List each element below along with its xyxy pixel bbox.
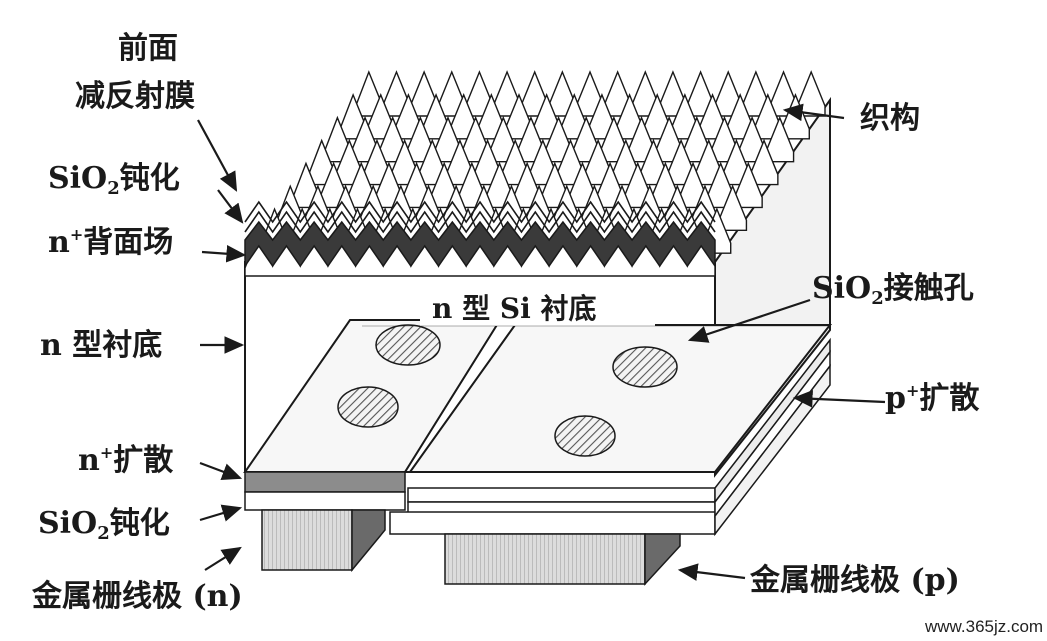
sio2-passivation-top-label: SiO2钝化 xyxy=(48,161,180,199)
metal-grid-p-label: 金属栅线极 (p) xyxy=(749,563,960,598)
pyramid-row xyxy=(307,138,779,186)
p-plus-band xyxy=(407,487,716,503)
front-arc-label-line2: 减反射膜 xyxy=(75,79,195,114)
n-plus-diffusion-label: n+扩散 xyxy=(78,443,173,478)
contact-hole xyxy=(554,415,616,457)
contact-holes xyxy=(337,324,678,457)
sio2-passivation-bottom-label: SiO2钝化 xyxy=(38,506,170,544)
contact-hole xyxy=(337,386,399,428)
electrode-p xyxy=(444,533,646,585)
n-plus-bsf-label: n+背面场 xyxy=(48,225,173,260)
front-arc-label-line1: 前面 xyxy=(118,31,178,66)
pyramid-row xyxy=(354,70,826,117)
metal-grid-n-label: 金属栅线极 (n) xyxy=(31,579,243,614)
metal-electrodes xyxy=(261,509,681,586)
watermark: www.365jz.com xyxy=(924,617,1043,636)
texture-label: 织构 xyxy=(860,101,920,136)
n-plus-bsf-layer xyxy=(244,220,716,269)
rear-strips xyxy=(243,319,833,537)
n-type-si-substrate-label: n 型 Si 衬底 xyxy=(432,292,596,325)
textured-surface xyxy=(244,70,826,277)
n-type-substrate-label: n 型衬底 xyxy=(40,328,162,363)
electrode-n xyxy=(261,509,353,571)
pyramid-row xyxy=(291,161,763,209)
contact-hole xyxy=(612,346,678,388)
p-plus-diffusion-label: p+扩散 xyxy=(885,381,979,416)
leader-lines xyxy=(197,103,886,581)
sio2-passivation-layer xyxy=(244,210,716,234)
n-side-sio2-band xyxy=(244,491,406,511)
contact-hole xyxy=(375,324,441,366)
pyramid-row xyxy=(338,92,810,140)
sio2-contact-hole-label: SiO2接触孔 xyxy=(812,271,974,309)
pyramid-row xyxy=(322,115,795,163)
n-plus-diffusion-band xyxy=(244,471,406,493)
arc-layer xyxy=(244,200,716,224)
